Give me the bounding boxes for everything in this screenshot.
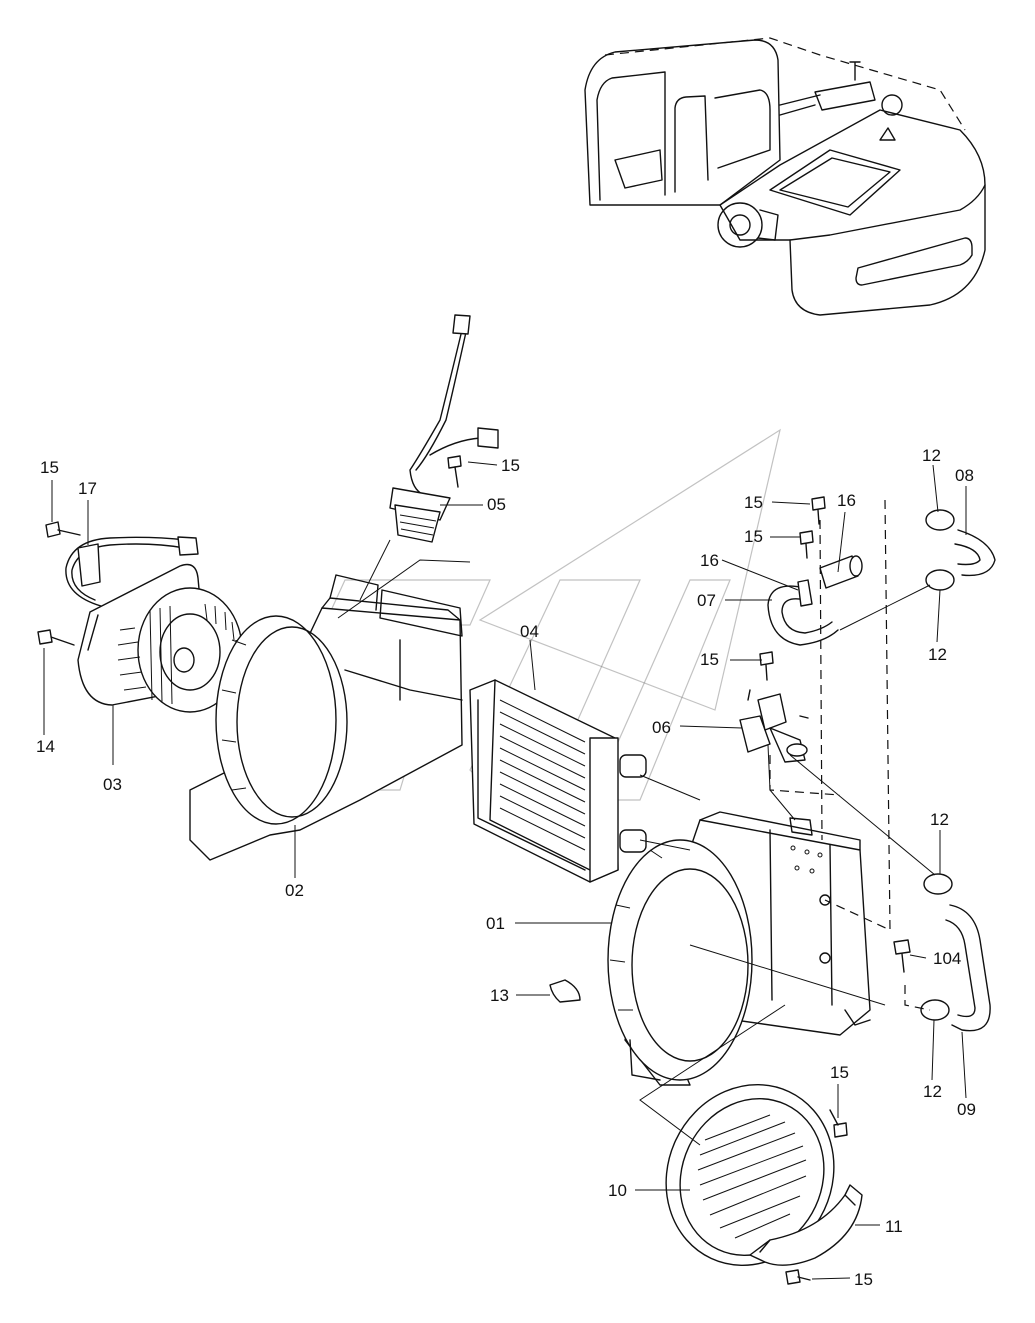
- label-16-left: 16: [700, 551, 719, 570]
- label-12-second: 12: [928, 645, 947, 664]
- assembly-lines: [337, 499, 936, 1146]
- hose-part-08: [954, 529, 996, 577]
- grille-part-10: [665, 1084, 835, 1266]
- label-15-harness: 15: [501, 456, 520, 475]
- label-07: 07: [697, 591, 716, 610]
- heater-core-part-04: [469, 679, 647, 883]
- label-02: 02: [285, 881, 304, 900]
- label-104: 104: [933, 949, 961, 968]
- label-11: 11: [885, 1217, 903, 1236]
- bolts: [37, 455, 911, 1285]
- label-12-bottom: 12: [923, 1082, 942, 1101]
- label-15-upper: 15: [744, 493, 763, 512]
- label-03: 03: [103, 775, 122, 794]
- label-15-valve: 15: [700, 650, 719, 669]
- label-17: 17: [78, 479, 97, 498]
- label-14: 14: [36, 737, 55, 756]
- label-06: 06: [652, 718, 671, 737]
- hose-part-07: [767, 579, 839, 646]
- wire-harness-part-05: [389, 314, 499, 543]
- water-valve-part-06: [739, 689, 809, 763]
- blower-motor-part-03: [65, 536, 243, 713]
- hose-clamps-part-12: [920, 509, 955, 1021]
- label-05: 05: [487, 495, 506, 514]
- label-15-blower: 15: [40, 458, 59, 477]
- heater-case-part-02: [189, 574, 463, 861]
- hose-part-09: [945, 904, 991, 1032]
- pipe-part-16: [819, 555, 863, 589]
- label-15-middle: 15: [744, 527, 763, 546]
- label-08: 08: [955, 466, 974, 485]
- excavator-overview-drawing: [584, 37, 986, 316]
- label-09: 09: [957, 1100, 976, 1119]
- label-16-right: 16: [837, 491, 856, 510]
- clip-part-13: [549, 979, 581, 1003]
- label-15-grille: 15: [830, 1063, 849, 1082]
- cover-part-11: [749, 1184, 863, 1266]
- label-10: 10: [608, 1181, 627, 1200]
- label-15-cover: 15: [854, 1270, 873, 1289]
- part-labels: 15 17 14 03 02 04 05 15 06 07 16 16 15 1…: [36, 446, 976, 1289]
- label-01: 01: [486, 914, 505, 933]
- heater-case-part-01: [607, 811, 871, 1086]
- leader-lines: [43, 461, 967, 1280]
- label-13: 13: [490, 986, 509, 1005]
- label-04: 04: [520, 622, 539, 641]
- label-12-third: 12: [930, 810, 949, 829]
- label-12-top: 12: [922, 446, 941, 465]
